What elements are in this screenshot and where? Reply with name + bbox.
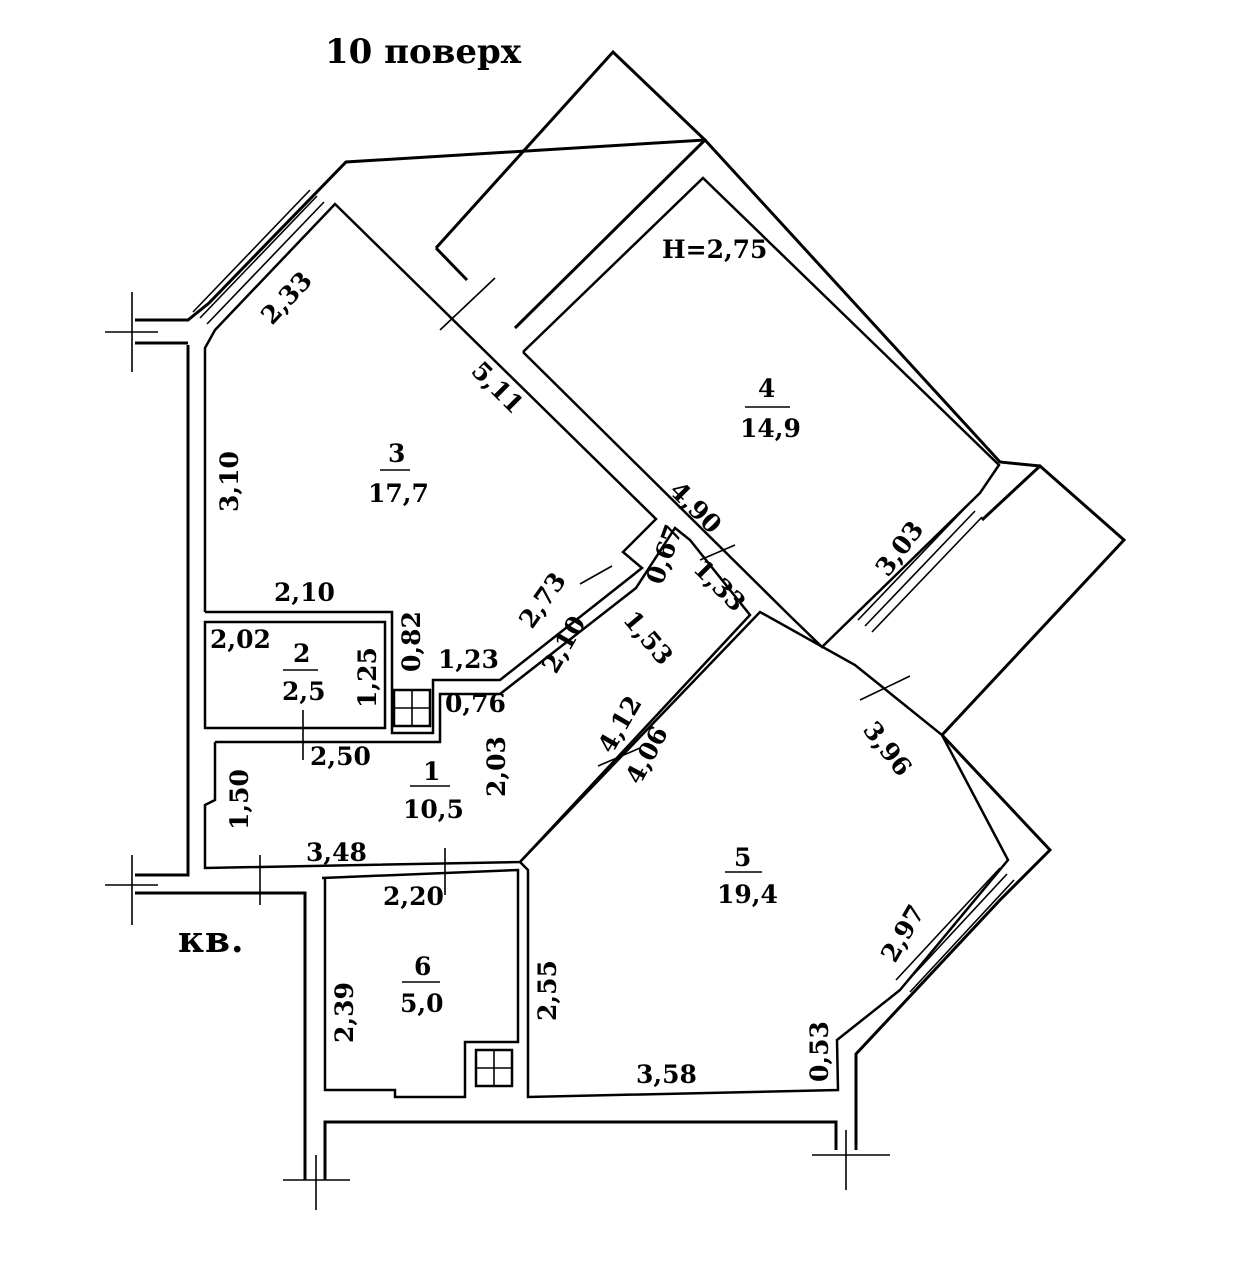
dim-2-20: 2,20: [383, 882, 444, 911]
dim-1-25: 1,25: [353, 647, 382, 708]
room-3-area: 17,7: [368, 479, 429, 508]
apartment-label: кв.: [178, 919, 245, 961]
dim-2-97: 2,97: [875, 900, 931, 967]
dim-1-50: 1,50: [225, 769, 254, 830]
room-6-number: 6: [414, 952, 431, 981]
dim-5-11: 5,11: [466, 356, 530, 420]
room-4-outline: [522, 176, 1001, 649]
floor-title: 10 поверх: [325, 32, 522, 72]
vent-shaft-1: [392, 688, 432, 728]
room-1-number: 1: [423, 757, 440, 786]
dim-2-10-a: 2,10: [274, 578, 335, 607]
dim-1-23: 1,23: [438, 645, 499, 674]
dim-2-02: 2,02: [210, 625, 271, 654]
room-4-area: 14,9: [740, 414, 801, 443]
room-1-outline: [203, 526, 752, 870]
room-4-number: 4: [758, 374, 775, 403]
window-room-3: [192, 189, 325, 325]
loggia-right: [940, 463, 1127, 737]
room-3-number: 3: [388, 439, 405, 468]
vent-shaft-2: [474, 1048, 514, 1088]
room-5-outline: [519, 610, 1010, 1099]
dim-0-82: 0,82: [397, 611, 426, 672]
dim-2-39: 2,39: [330, 982, 359, 1043]
dim-3-03: 3,03: [870, 516, 930, 582]
room-2-outline: [203, 620, 387, 730]
dim-2-33: 2,33: [255, 266, 318, 330]
exterior-walls: [135, 138, 1053, 1180]
room-3-outline: [203, 202, 658, 735]
window-room-4: [857, 504, 983, 633]
room-6-area: 5,0: [400, 989, 444, 1018]
dim-3-48: 3,48: [306, 838, 367, 867]
room-2-area: 2,5: [282, 677, 326, 706]
balcony-top: [434, 49, 708, 330]
dim-0-76: 0,76: [445, 689, 506, 718]
room-6-outline: [321, 868, 520, 1099]
room-5-number: 5: [734, 843, 751, 872]
dim-1-53: 1,53: [617, 605, 678, 670]
dim-2-50: 2,50: [310, 742, 371, 771]
room-2-number: 2: [293, 639, 310, 668]
dim-0-53: 0,53: [805, 1021, 834, 1082]
window-room-5: [895, 867, 1015, 993]
dim-3-10: 3,10: [215, 451, 244, 512]
room-1-area: 10,5: [403, 795, 464, 824]
dim-3-96: 3,96: [857, 716, 917, 782]
room-5-area: 19,4: [717, 880, 778, 909]
dim-2-55: 2,55: [533, 960, 562, 1021]
ceiling-height: H=2,75: [662, 235, 767, 264]
dim-2-03: 2,03: [482, 736, 511, 797]
fraction-bars: [283, 406, 790, 983]
axis-ticks: [105, 277, 911, 1210]
dim-1-33: 1,33: [688, 554, 752, 618]
dim-3-58: 3,58: [636, 1060, 697, 1089]
dim-0-67: 0,67: [640, 521, 688, 588]
